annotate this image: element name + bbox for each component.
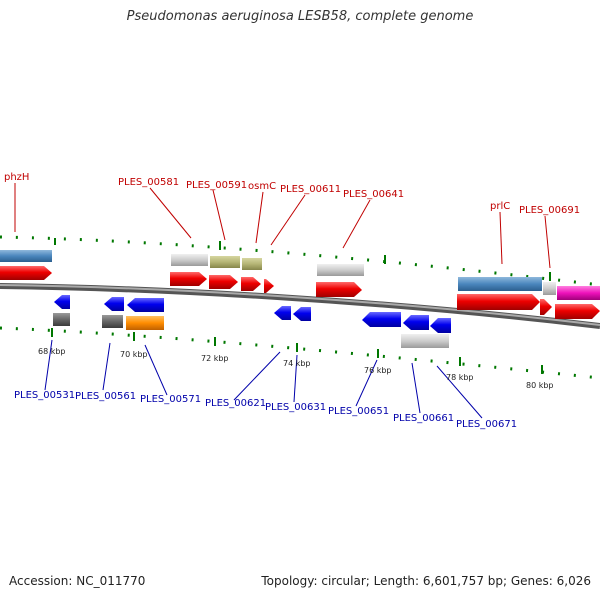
forward-cds-arrow[interactable] — [316, 282, 362, 297]
reverse-cds-track — [54, 295, 451, 333]
gene-label-ples-00651[interactable]: PLES_00651 — [328, 406, 389, 417]
gene-box[interactable] — [0, 250, 52, 262]
forward-cds-arrow[interactable] — [209, 275, 238, 289]
tick-label-72kbp: 72 kbp — [201, 354, 229, 363]
forward-cds-track — [0, 266, 600, 319]
gene-label-phzh[interactable]: phzH — [4, 172, 29, 183]
genome-summary-text: Topology: circular; Length: 6,601,757 bp… — [261, 574, 591, 588]
tick-label-74kbp: 74 kbp — [283, 359, 311, 368]
gene-label-ples-00691[interactable]: PLES_00691 — [519, 205, 580, 216]
reverse-cds-arrow[interactable] — [362, 312, 401, 327]
gene-label-ples-00621[interactable]: PLES_00621 — [205, 398, 266, 409]
inner-feature-ring — [53, 313, 449, 348]
forward-cds-arrow[interactable] — [264, 279, 274, 293]
gene-label-ples-00611[interactable]: PLES_00611 — [280, 184, 341, 195]
gene-box[interactable] — [53, 313, 70, 326]
reverse-cds-arrow[interactable] — [127, 298, 164, 312]
tick-label-76kbp: 76 kbp — [364, 366, 392, 375]
gene-box[interactable] — [242, 258, 262, 270]
reverse-cds-arrow[interactable] — [293, 307, 311, 321]
reverse-cds-arrow[interactable] — [403, 315, 429, 330]
gene-label-ples-00561[interactable]: PLES_00561 — [75, 391, 136, 402]
tick-label-70kbp: 70 kbp — [120, 350, 148, 359]
genome-backbone-highlight — [0, 284, 600, 326]
gene-label-prlc[interactable]: prlC — [490, 201, 510, 212]
map-title: Pseudomonas aeruginosa LESB58, complete … — [126, 9, 474, 24]
gene-box[interactable] — [458, 277, 542, 291]
gene-label-osmc[interactable]: osmC — [248, 181, 276, 192]
tick-label-78kbp: 78 kbp — [446, 373, 474, 382]
gene-label-ples-00631[interactable]: PLES_00631 — [265, 402, 326, 413]
reverse-leader-lines — [44, 339, 483, 419]
tick-label-80kbp: 80 kbp — [526, 381, 554, 390]
gene-label-ples-00661[interactable]: PLES_00661 — [393, 413, 454, 424]
gene-box[interactable] — [401, 334, 449, 348]
gene-label-ples-00591[interactable]: PLES_00591 — [186, 180, 247, 191]
forward-cds-arrow[interactable] — [540, 299, 552, 315]
gene-label-ples-00571[interactable]: PLES_00571 — [140, 394, 201, 405]
reverse-cds-arrow[interactable] — [430, 318, 451, 333]
forward-cds-arrow[interactable] — [457, 294, 540, 310]
gene-box[interactable] — [126, 316, 164, 330]
gene-box[interactable] — [171, 254, 208, 266]
forward-leader-lines — [14, 183, 551, 269]
gene-box[interactable] — [317, 264, 364, 276]
gene-box[interactable] — [210, 256, 240, 268]
accession-text: Accession: NC_011770 — [9, 574, 146, 588]
gene-box[interactable] — [557, 286, 600, 300]
forward-cds-arrow[interactable] — [0, 266, 52, 280]
gene-box[interactable] — [543, 282, 556, 295]
reverse-cds-arrow[interactable] — [54, 295, 70, 309]
forward-cds-arrow[interactable] — [170, 272, 207, 286]
gene-label-ples-00531[interactable]: PLES_00531 — [14, 390, 75, 401]
gene-label-ples-00641[interactable]: PLES_00641 — [343, 189, 404, 200]
tick-label-68kbp: 68 kbp — [38, 347, 66, 356]
genome-backbone — [0, 283, 600, 329]
reverse-cds-arrow[interactable] — [274, 306, 291, 320]
outer-tick-track — [0, 235, 600, 287]
reverse-cds-arrow[interactable] — [104, 297, 124, 311]
gene-label-ples-00671[interactable]: PLES_00671 — [456, 419, 517, 430]
outer-feature-ring — [0, 250, 600, 300]
inner-tick-track — [0, 326, 600, 380]
forward-cds-arrow[interactable] — [241, 277, 261, 291]
gene-box[interactable] — [102, 315, 123, 328]
forward-cds-arrow[interactable] — [555, 304, 600, 319]
gene-label-ples-00581[interactable]: PLES_00581 — [118, 177, 179, 188]
